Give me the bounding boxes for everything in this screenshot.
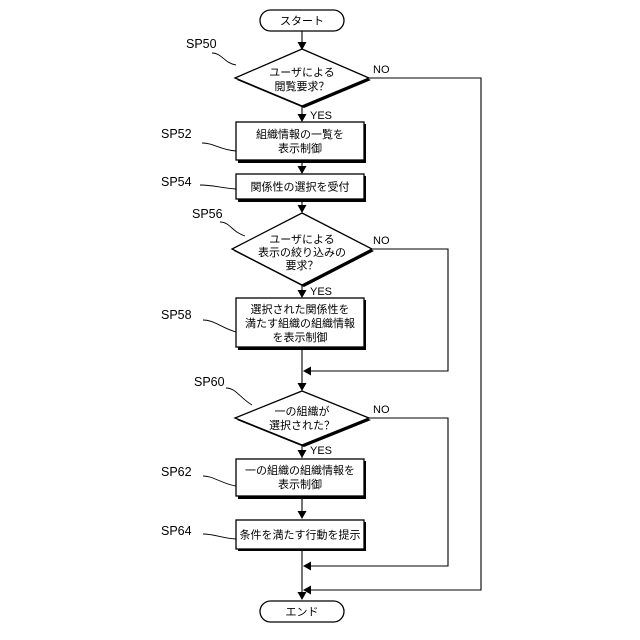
decision-sp56: ユーザによる 表示の絞り込みの 要求？ bbox=[232, 213, 374, 287]
decision-sp50: ユーザによる 閲覧要求？ bbox=[235, 49, 371, 108]
sp56-line-2: 表示の絞り込みの bbox=[258, 245, 346, 259]
sp54-line-1: 関係性の選択を受付 bbox=[251, 180, 350, 194]
decision-sp60: 一の組織が 選択された？ bbox=[235, 391, 371, 447]
sp58-line-2: 満たす組織の組織情報 bbox=[245, 317, 355, 330]
start-terminal: スタート bbox=[260, 10, 344, 31]
label-sp52: SP52 bbox=[161, 127, 192, 141]
sp58-line-1: 選択された関係性を bbox=[251, 302, 350, 316]
label-sp62: SP62 bbox=[161, 465, 192, 479]
label-sp54: SP54 bbox=[161, 175, 192, 189]
process-sp62: 一の組織の組織情報を 表示制御 bbox=[236, 459, 366, 499]
sp58-line-3: を表示制御 bbox=[273, 330, 328, 344]
yes-label-sp50: YES bbox=[310, 110, 332, 122]
label-sp64: SP64 bbox=[161, 524, 192, 538]
sp62-line-2: 表示制御 bbox=[278, 477, 322, 491]
sp52-line-1: 組織情報の一覧を bbox=[256, 127, 344, 141]
end-text: エンド bbox=[286, 606, 319, 619]
process-sp54: 関係性の選択を受付 bbox=[236, 174, 366, 202]
no-label-sp56: NO bbox=[373, 235, 390, 247]
sp56-line-1: ユーザによる bbox=[269, 233, 334, 246]
no-label-sp50: NO bbox=[373, 64, 390, 76]
sp52-line-2: 表示制御 bbox=[278, 141, 322, 155]
process-sp52: 組織情報の一覧を 表示制御 bbox=[236, 122, 366, 163]
process-sp58: 選択された関係性を 満たす組織の組織情報 を表示制御 bbox=[236, 298, 366, 350]
sp60-line-1: 一の組織が bbox=[275, 404, 330, 418]
no-label-sp60: NO bbox=[373, 404, 390, 416]
label-sp60: SP60 bbox=[194, 375, 225, 389]
process-sp64: 条件を満たす行動を提示 bbox=[236, 520, 366, 551]
sp50-line-1: ユーザによる bbox=[269, 66, 334, 79]
start-text: スタート bbox=[280, 15, 324, 28]
label-sp58: SP58 bbox=[161, 308, 192, 322]
yes-label-sp60: YES bbox=[310, 445, 332, 457]
end-terminal: エンド bbox=[260, 601, 344, 622]
sp50-line-2: 閲覧要求？ bbox=[275, 79, 330, 93]
label-sp50: SP50 bbox=[186, 37, 217, 51]
label-sp56: SP56 bbox=[192, 207, 223, 221]
sp64-line-1: 条件を満たす行動を提示 bbox=[240, 528, 361, 542]
sp56-line-3: 要求？ bbox=[286, 259, 319, 272]
sp60-line-2: 選択された？ bbox=[269, 418, 335, 432]
sp62-line-1: 一の組織の組織情報を bbox=[245, 464, 355, 477]
step-labels: SP50 SP52 SP54 SP56 SP58 SP60 SP62 SP64 bbox=[161, 37, 225, 538]
yes-label-sp56: YES bbox=[310, 286, 332, 298]
